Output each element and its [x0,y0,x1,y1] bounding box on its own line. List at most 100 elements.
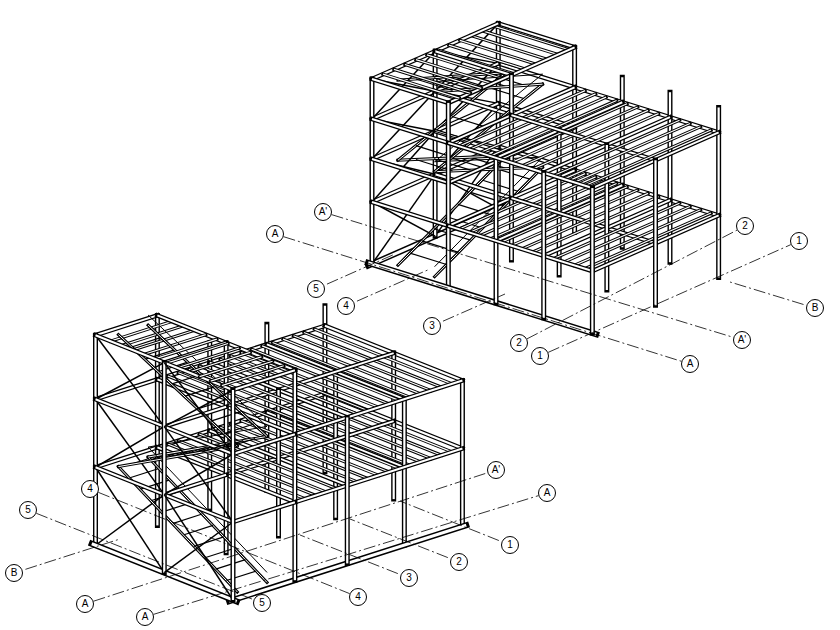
member-outline [345,417,350,563]
member-face [372,202,448,226]
steel-beam [233,502,295,522]
steel-column [543,173,544,318]
member-outline [494,158,499,303]
member-face [403,399,405,545]
member-outline [168,376,305,431]
grid-label: A' [492,465,501,475]
member-face [168,376,305,431]
grid-bubble: A' [487,461,505,479]
grid-label: A' [738,335,747,345]
member-outline [498,23,574,47]
cross-brace [164,363,233,454]
grid-label: 5 [313,284,319,294]
member-outline [402,399,407,545]
stair-tread [434,159,471,170]
member-outline [233,502,295,522]
grid-leader-line [400,501,499,541]
member-face [372,119,448,143]
stair-tread [422,241,459,252]
member-outline [553,120,679,176]
member-outline [372,159,448,183]
member-outline [292,370,297,580]
grid-label: 3 [406,573,412,583]
grid-label: A [544,488,551,498]
grid-bubble: 4 [337,297,355,315]
steel-column [655,160,656,305]
member-face [163,363,165,573]
member-face [371,79,373,264]
steel-beam [295,448,463,502]
floor-joist [585,130,711,186]
grid-bubble: A [538,484,556,502]
grid-label: 5 [25,505,31,515]
member-face [189,369,326,424]
grid-label: B [11,568,18,578]
steel-beam [372,79,448,103]
stair-tread [172,514,202,524]
member-outline [574,127,700,183]
member-outline [448,226,592,271]
grid-label: 2 [742,221,748,231]
grid-line [36,513,253,599]
member-outline [553,203,679,259]
grid-bubble: 5 [307,280,325,298]
grid-bubble: 2 [736,217,754,235]
member-face [591,188,593,333]
member-outline [372,79,448,103]
stair-tread [224,424,254,434]
member-outline [162,363,167,573]
grid-line [98,492,349,593]
steel-column [559,130,560,275]
member-face [447,103,449,288]
member-outline [410,253,447,264]
steel-column [448,103,449,288]
member-outline [435,51,511,75]
grid-bubble: 5 [19,501,37,519]
member-outline [372,202,448,226]
member-face [448,226,592,271]
member-outline [224,424,254,434]
steel-column [592,188,593,333]
grid-leader-line [730,282,804,304]
member-face [295,448,463,502]
steel-beam [164,475,226,495]
member-face [233,502,295,522]
member-face [553,203,679,259]
grid-bubble: 4 [81,480,99,498]
steel-beam [372,202,448,226]
grid-label: A' [319,207,328,217]
steel-beam [295,380,463,434]
member-face [372,159,448,183]
member-outline [129,468,159,478]
member-face [585,213,711,269]
member-outline [653,160,658,305]
floor-joist [553,203,679,259]
grid-leader-line [327,254,395,284]
grid-line [527,230,737,339]
member-face [294,370,296,580]
grid-bubble: A [76,595,94,613]
member-outline [372,119,448,143]
member-outline [460,380,465,526]
grid-line [94,473,488,601]
floor-joist [574,127,700,183]
member-outline [446,103,451,288]
stair-tread [194,537,224,547]
grid-label: A [82,599,89,609]
grid-line [548,245,791,353]
grid-leader-line [357,269,430,301]
floor-joist [168,376,305,431]
member-face [232,390,234,600]
steel-column [233,390,234,600]
member-face [495,158,497,303]
grid-label: 2 [456,557,462,567]
member-face [435,51,511,75]
grid-label: 3 [429,321,435,331]
grid-bubble: 2 [450,553,468,571]
stair-tread [129,468,159,478]
grid-bubble: A [136,608,154,626]
grid-line [154,496,539,615]
grid-bubble: 5 [253,594,271,612]
steel-column [462,380,463,526]
